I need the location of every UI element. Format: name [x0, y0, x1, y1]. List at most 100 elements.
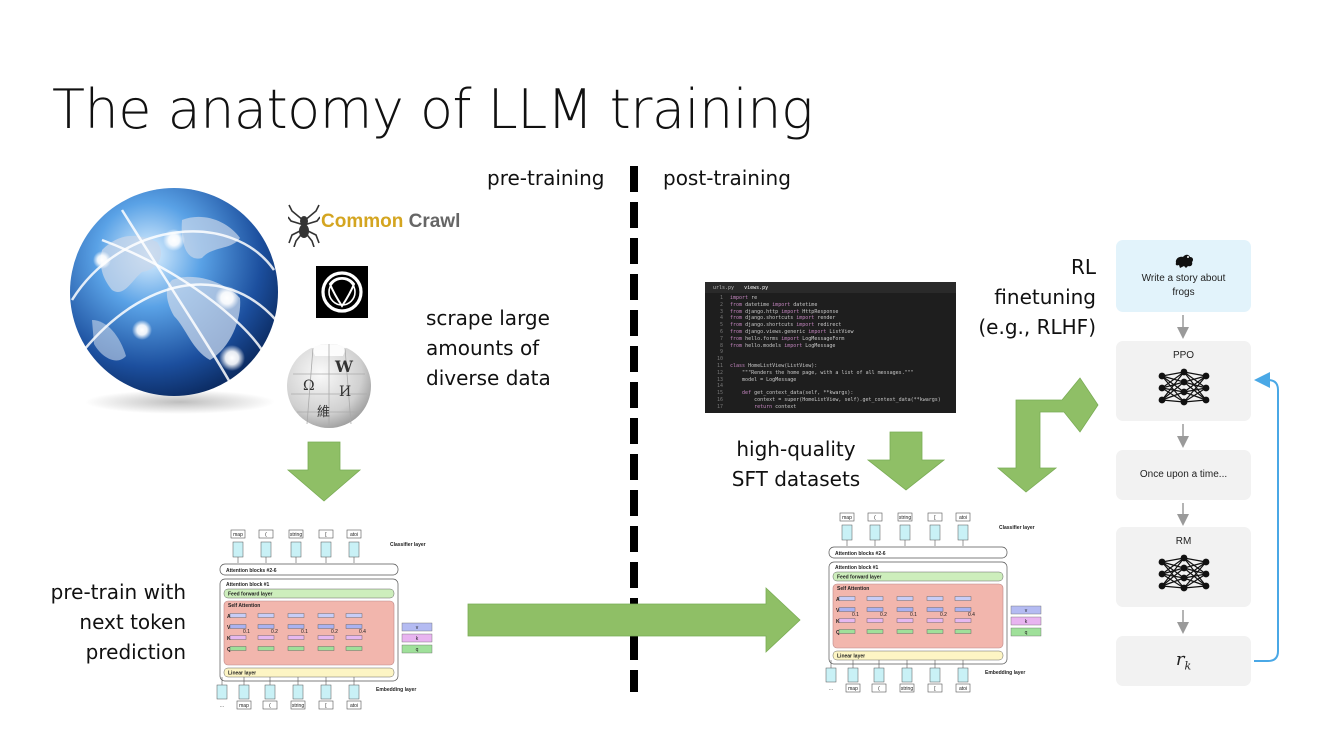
code-line-number: 3	[719, 308, 723, 315]
nn-edge	[1183, 561, 1206, 569]
embedding-layer-label: Embedding layer	[376, 687, 416, 693]
output-token-box	[897, 512, 913, 522]
arrow-down-sft	[866, 431, 946, 491]
nn-edge	[1183, 567, 1206, 587]
pretrain-line-2: next token	[79, 610, 186, 634]
feed-forward-box	[223, 588, 395, 599]
input-token-box	[927, 683, 943, 693]
nn-edge	[1183, 375, 1206, 403]
code-line-number: 8	[719, 342, 723, 349]
wiki-glyph-i: И	[339, 384, 351, 400]
nn-edge	[1161, 577, 1184, 587]
qkv-vector	[257, 613, 275, 618]
code-line-text: from hello.models import LogMessage	[730, 342, 836, 349]
qkv-vector	[866, 629, 884, 634]
nn-node	[1158, 396, 1165, 404]
code-line: 8 from hello.models import LogMessage	[705, 343, 956, 350]
output-token-box	[867, 512, 883, 522]
output-embedding	[869, 524, 881, 541]
nn-edge	[1183, 381, 1206, 389]
input-embedding	[348, 684, 360, 700]
nn-node	[1202, 384, 1209, 392]
code-line-text: from django.http import HttpResponse	[730, 308, 839, 315]
input-token: ...	[829, 686, 833, 692]
output-embedding	[841, 524, 853, 541]
wiki-glyph-omega: Ω	[303, 378, 315, 394]
code-line-number: 5	[719, 322, 723, 329]
wiki-glyph-cjk: 維	[317, 405, 330, 420]
qkv-vector	[896, 629, 914, 634]
attention-block1-label: Attention block #1	[226, 582, 270, 588]
rl-line-3: (e.g., RLHF)	[978, 315, 1096, 339]
code-line-number: 13	[716, 376, 723, 383]
code-line-text: from django.shortcuts import redirect	[730, 322, 842, 329]
code-line-number: 10	[716, 356, 723, 363]
input-embedding	[292, 684, 304, 700]
common-crawl-word1: Common	[321, 211, 404, 232]
scrape-text: scrape large amounts of diverse data	[426, 303, 551, 393]
nn-node	[1180, 368, 1187, 376]
output-token: (	[874, 515, 876, 521]
reward-symbol: rk	[1176, 649, 1191, 673]
qkv-vector	[257, 646, 275, 651]
attention-weight: 0.4	[968, 612, 975, 618]
nn-node	[1202, 582, 1209, 590]
qkv-vector	[287, 624, 305, 629]
input-embedding	[873, 667, 885, 683]
nn-edge	[1183, 567, 1206, 575]
qkv-vector	[926, 629, 944, 634]
rl-line-1: RL	[1070, 255, 1096, 279]
code-line-number: 14	[716, 383, 723, 390]
input-embedding	[929, 667, 941, 683]
code-line: 14	[705, 383, 956, 390]
nn-edge	[1161, 561, 1184, 569]
classifier-layer-label: Classifier layer	[390, 542, 426, 548]
prompt-text: Write a story about frogs	[1141, 272, 1226, 298]
spider-icon	[288, 204, 320, 247]
nn-node	[1180, 378, 1187, 386]
reward-k: k	[1184, 659, 1192, 673]
nn-node	[1202, 558, 1209, 566]
output-token-box	[927, 512, 943, 522]
qkv-vector	[838, 629, 856, 634]
input-token-box	[290, 700, 306, 710]
code-line-number: 9	[719, 349, 723, 356]
input-token: (	[878, 686, 880, 692]
side-vector-label: q	[1025, 630, 1028, 636]
input-token: (	[269, 703, 271, 709]
qkv-vector	[866, 596, 884, 601]
nn-node	[1158, 372, 1165, 380]
qkv-vector	[317, 624, 335, 629]
attention-weight: 0.1	[910, 612, 917, 618]
nn-edge	[1183, 585, 1206, 589]
linear-layer-label: Linear layer	[837, 654, 865, 660]
feed-forward-label: Feed forward layer	[837, 575, 882, 581]
slide-title: The anatomy of LLM training	[52, 78, 813, 141]
input-token-box	[899, 683, 915, 693]
rl-text: RL finetuning (e.g., RLHF)	[950, 252, 1096, 342]
code-tab-views: views.py	[744, 284, 769, 291]
code-line-text: from hello.forms import LogMessageForm	[730, 335, 845, 342]
side-vector-label: v	[1025, 608, 1028, 614]
row-label-v: V	[227, 625, 231, 631]
code-line-text: class HomeListView(ListView):	[730, 362, 818, 369]
nn-node	[1158, 582, 1165, 590]
nn-node	[1158, 384, 1165, 392]
nn-edge	[1161, 381, 1184, 401]
code-line-text: context = super(HomeListView, self).get_…	[754, 396, 941, 403]
attention-weight: 0.2	[271, 629, 278, 635]
attention-block1-label: Attention block #1	[835, 565, 879, 571]
output-token: string	[290, 532, 302, 538]
attention-weight: 0.2	[331, 629, 338, 635]
nn-edge	[1183, 399, 1206, 403]
nn-edge	[1161, 371, 1184, 377]
feed-forward-box	[832, 571, 1004, 582]
side-vector-label: k	[416, 636, 419, 642]
input-token: string	[901, 686, 913, 692]
output-card: Once upon a time...	[1116, 450, 1251, 500]
row-label-k: K	[227, 636, 231, 642]
input-token-box	[871, 683, 887, 693]
